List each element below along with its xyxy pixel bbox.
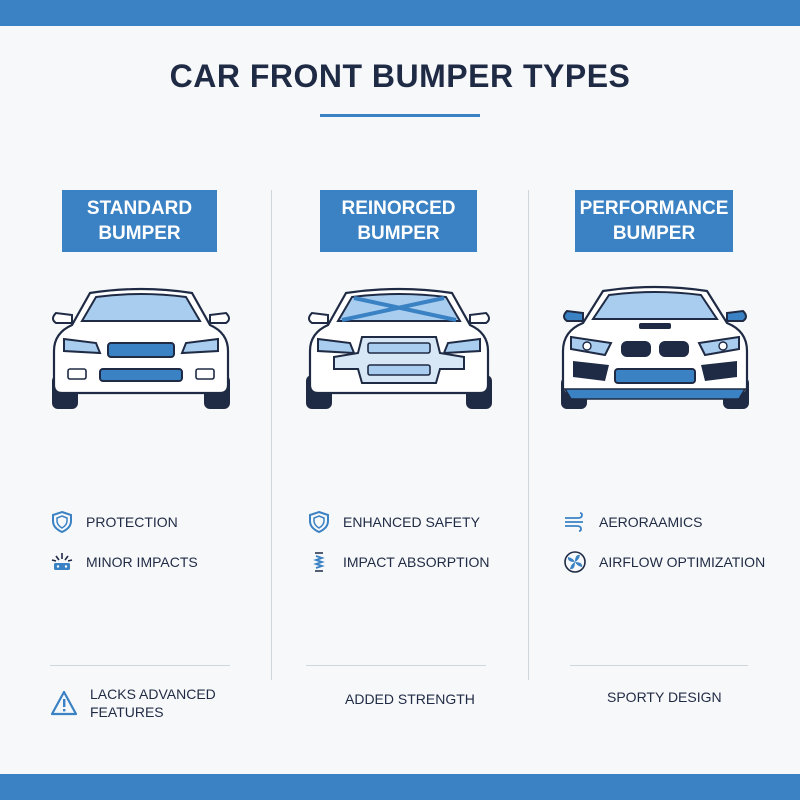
column-divider bbox=[271, 190, 272, 680]
spring-icon bbox=[313, 552, 325, 572]
feature-label: PROTECTION bbox=[86, 514, 178, 530]
column-reinforced: REINORCED BUMPER ENHANCED SAFETY IMPACT … bbox=[271, 190, 531, 730]
top-accent-bar bbox=[0, 0, 800, 26]
column-performance: PERFORMANCE BUMPER AERORAAMICS bbox=[529, 190, 789, 730]
column-standard: STANDARD BUMPER PROTECTION bbox=[0, 190, 260, 730]
feature-item: IMPACT ABSORPTION bbox=[307, 550, 490, 574]
wind-icon bbox=[565, 512, 583, 532]
impact-icon bbox=[51, 553, 73, 570]
feature-item: MINOR IMPACTS bbox=[50, 550, 198, 574]
feature-item: ENHANCED SAFETY bbox=[307, 510, 480, 534]
title-underline bbox=[320, 114, 480, 117]
footnote-text: ADDED STRENGTH bbox=[345, 691, 475, 707]
standard-car-icon bbox=[52, 287, 230, 409]
feature-item: AIRFLOW OPTIMIZATION bbox=[563, 550, 765, 574]
fan-icon bbox=[564, 551, 586, 573]
section-divider bbox=[570, 665, 748, 666]
section-divider bbox=[50, 665, 230, 666]
feature-label: AIRFLOW OPTIMIZATION bbox=[599, 554, 766, 570]
column-divider bbox=[528, 190, 529, 680]
feature-label: MINOR IMPACTS bbox=[86, 554, 198, 570]
feature-item: PROTECTION bbox=[50, 510, 178, 534]
shield-icon bbox=[309, 510, 329, 534]
feature-label: ENHANCED SAFETY bbox=[343, 514, 480, 530]
feature-label: IMPACT ABSORPTION bbox=[343, 554, 490, 570]
section-divider bbox=[306, 665, 486, 666]
footnote: LACKS ADVANCED FEATURES bbox=[50, 685, 216, 721]
footnote-text: SPORTY DESIGN bbox=[607, 689, 722, 705]
feature-item: AERORAAMICS bbox=[563, 510, 702, 534]
page-title: CAR FRONT BUMPER TYPES bbox=[169, 58, 631, 94]
footnote-text: LACKS ADVANCED FEATURES bbox=[90, 686, 216, 720]
shield-icon bbox=[52, 510, 72, 534]
feature-label: AERORAAMICS bbox=[599, 514, 703, 530]
warning-icon bbox=[50, 690, 78, 716]
badge-standard-bumper: STANDARD BUMPER bbox=[62, 190, 217, 252]
performance-car-icon bbox=[561, 285, 749, 409]
badge-reinforced-bumper: REINORCED BUMPER bbox=[320, 190, 477, 252]
reinforced-car-icon bbox=[306, 287, 492, 409]
badge-performance-bumper: PERFORMANCE BUMPER bbox=[575, 190, 733, 252]
bottom-accent-bar bbox=[0, 774, 800, 800]
